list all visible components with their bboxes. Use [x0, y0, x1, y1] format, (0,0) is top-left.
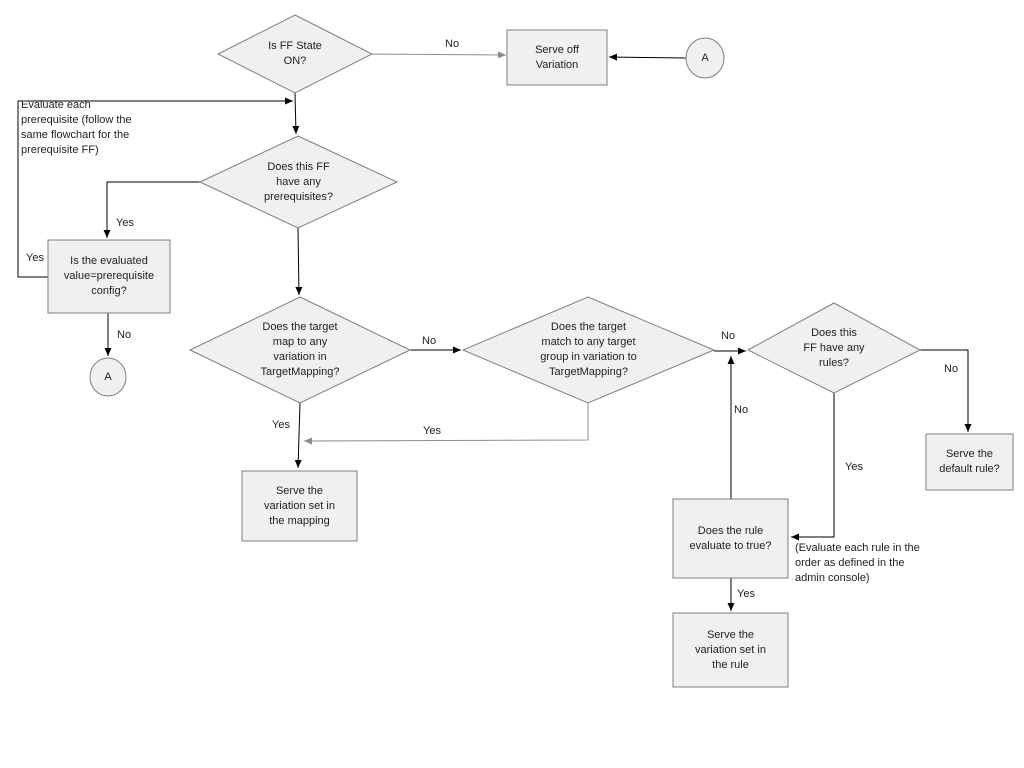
- process-rule-true-shape: [672, 498, 789, 579]
- process-serve-mapping-shape: [241, 470, 358, 542]
- edge-eval-yes-loop: [17, 97, 293, 278]
- edge-rules-no: [920, 349, 972, 432]
- decision-has-rules-shape: [746, 302, 922, 394]
- edge-map-yes: [294, 402, 302, 469]
- process-serve-rule-shape: [672, 612, 789, 688]
- decision-target-map-shape: [188, 296, 412, 404]
- decision-has-prereqs-shape: [198, 135, 399, 229]
- connector-a-bottom-shape: [89, 357, 127, 397]
- edge-rules-yes: [791, 393, 835, 541]
- edge-match-yes: [303, 403, 589, 445]
- connectors: [17, 51, 972, 611]
- decision-target-match-shape: [461, 296, 716, 404]
- process-serve-off-shape: [506, 29, 608, 86]
- process-eval-value-shape: [47, 239, 171, 314]
- shapes: [47, 14, 1014, 688]
- edge-prereq-no: [295, 227, 303, 296]
- edge-a-to-serveoff: [608, 53, 687, 61]
- edge-ffstate-no: [371, 51, 507, 59]
- connector-a-top-shape: [685, 37, 725, 79]
- edge-ffstate-yes: [292, 92, 300, 135]
- decision-ff-state-shape: [216, 14, 374, 94]
- edge-prereq-yes: [103, 181, 200, 238]
- process-serve-default-shape: [925, 433, 1014, 491]
